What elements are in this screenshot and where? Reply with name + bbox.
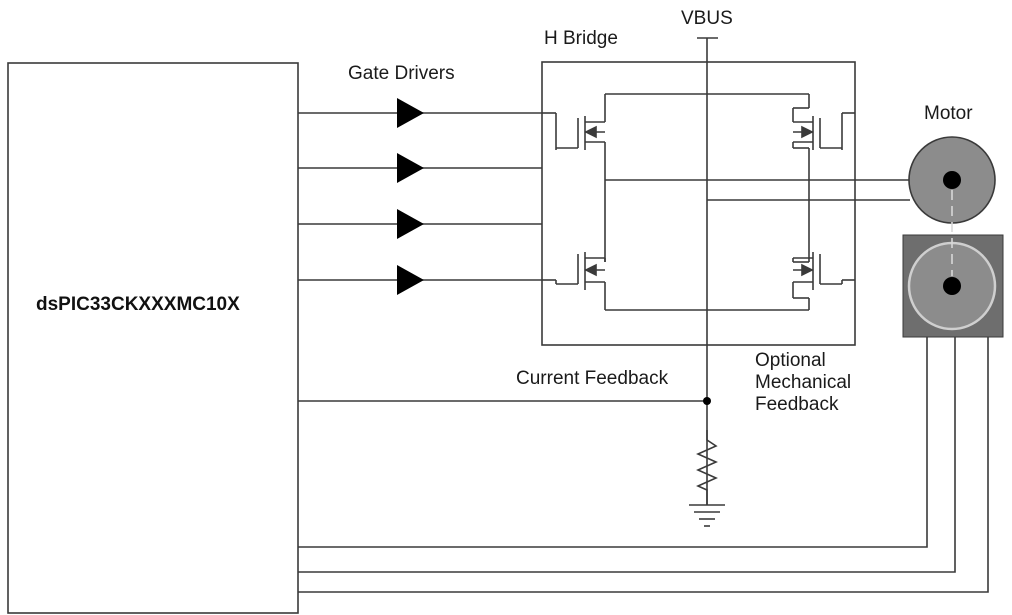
motor-label: Motor (924, 103, 973, 124)
encoder (902, 234, 1004, 338)
optional-feedback-line-2: Mechanical (755, 372, 852, 393)
optional-feedback-line-3: Feedback (755, 394, 839, 415)
bridge-wiring (542, 93, 910, 311)
mechanical-feedback-wires (298, 337, 989, 593)
transistor-top-left (555, 108, 606, 150)
current-feedback-junction (703, 397, 711, 405)
optional-feedback-line-1: Optional (755, 350, 826, 371)
transistor-bottom-left (555, 252, 606, 298)
transistor-top-right (792, 107, 843, 150)
current-feedback-label: Current Feedback (516, 368, 669, 389)
transistor-bottom-right (792, 252, 843, 299)
h-bridge-label: H Bridge (544, 28, 618, 49)
gate-driver-triangles (397, 98, 424, 295)
vbus-label: VBUS (681, 8, 733, 30)
gate-driver-4 (397, 265, 424, 295)
gate-driver-3 (397, 209, 424, 239)
gate-driver-lines (298, 112, 542, 281)
gate-driver-2 (397, 153, 424, 183)
vbus-label-text: VBUS (681, 8, 733, 29)
gate-driver-1 (397, 98, 424, 128)
shunt-resistor (696, 430, 718, 505)
vbus-rail (697, 37, 718, 505)
controller-block (7, 62, 299, 614)
h-bridge-block (541, 61, 856, 346)
gate-drivers-label: Gate Drivers (348, 63, 455, 84)
ground-symbol (689, 504, 725, 527)
optional-feedback-label: Optional Mechanical Feedback (755, 350, 851, 416)
controller-name: dsPIC33CKXXXMC10X (36, 294, 240, 315)
